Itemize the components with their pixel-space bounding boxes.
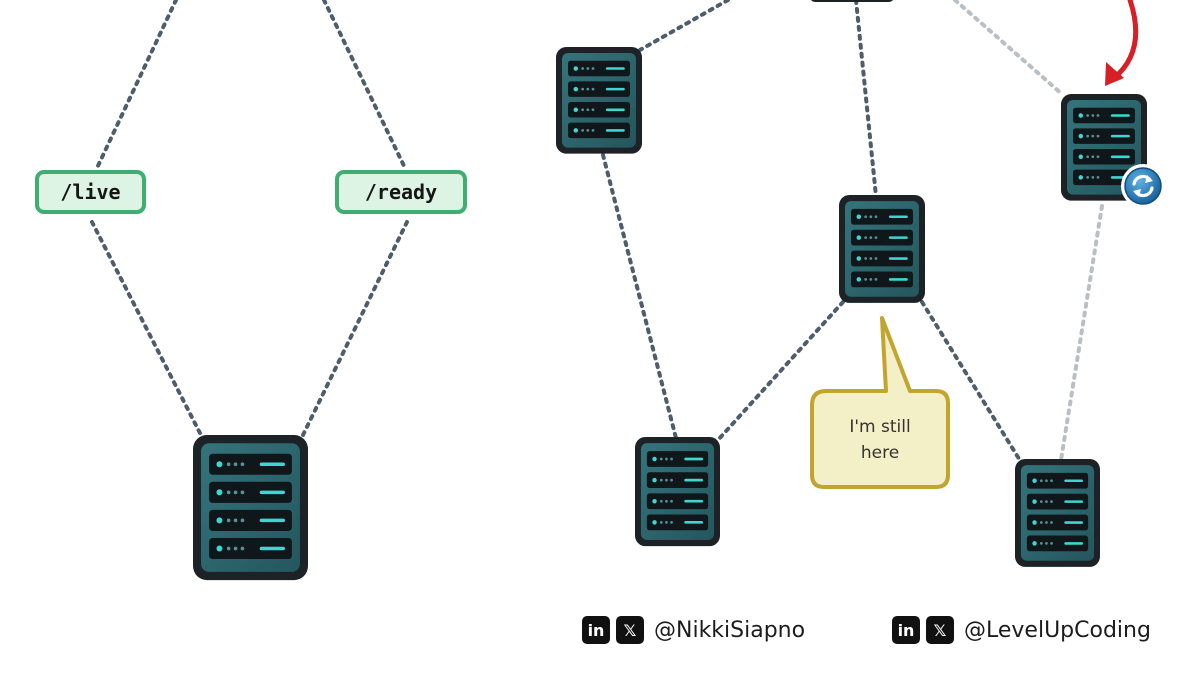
left-network-links: [90, 0, 409, 439]
link-offscreen-to-server-a: [638, 0, 730, 52]
live-probe-text: /live: [60, 180, 121, 204]
link-server-a-to-server-d: [601, 153, 678, 440]
speech-bubble-text: I'm still here: [812, 414, 948, 466]
ready-probe-text: /ready: [364, 180, 438, 204]
link-server-c-to-server-d: [716, 300, 845, 442]
refresh-icon: [1121, 164, 1165, 208]
live-probe-label: /live: [35, 170, 146, 214]
link-offscreen-to-server-b: [953, 0, 1065, 97]
link-top-to-ready: [322, 0, 407, 170]
brand-handle-text: @LevelUpCoding: [964, 617, 1151, 643]
x-icon: 𝕏: [616, 616, 644, 644]
speech-bubble-line-2: here: [860, 443, 900, 463]
author-handle[interactable]: in 𝕏 @NikkiSiapno: [582, 616, 805, 644]
link-live-to-server: [90, 220, 204, 439]
offscreen-node-edge: [811, 0, 893, 2]
speech-bubble: [810, 316, 950, 489]
x-icon: 𝕏: [926, 616, 954, 644]
brand-handle[interactable]: in 𝕏 @LevelUpCoding: [892, 616, 1151, 644]
speech-bubble-line-1: I'm still: [849, 417, 911, 437]
author-handle-text: @NikkiSiapno: [654, 617, 806, 643]
ready-probe-label: /ready: [335, 170, 467, 214]
right-network-links: [601, 0, 1104, 464]
link-hub-top-to-server-c: [854, 0, 878, 198]
linkedin-icon: in: [892, 616, 920, 644]
link-ready-to-server: [300, 220, 409, 439]
server-main: [193, 435, 308, 581]
link-server-b-to-server-e: [1059, 204, 1104, 462]
link-server-c-to-server-e: [920, 300, 1023, 464]
red-curved-arrow-icon: [1105, 0, 1139, 86]
server-d: [635, 437, 720, 547]
server-e: [1015, 459, 1100, 567]
server-c: [839, 195, 925, 303]
linkedin-icon: in: [582, 616, 610, 644]
link-top-to-live: [95, 0, 178, 170]
server-a: [556, 47, 642, 154]
